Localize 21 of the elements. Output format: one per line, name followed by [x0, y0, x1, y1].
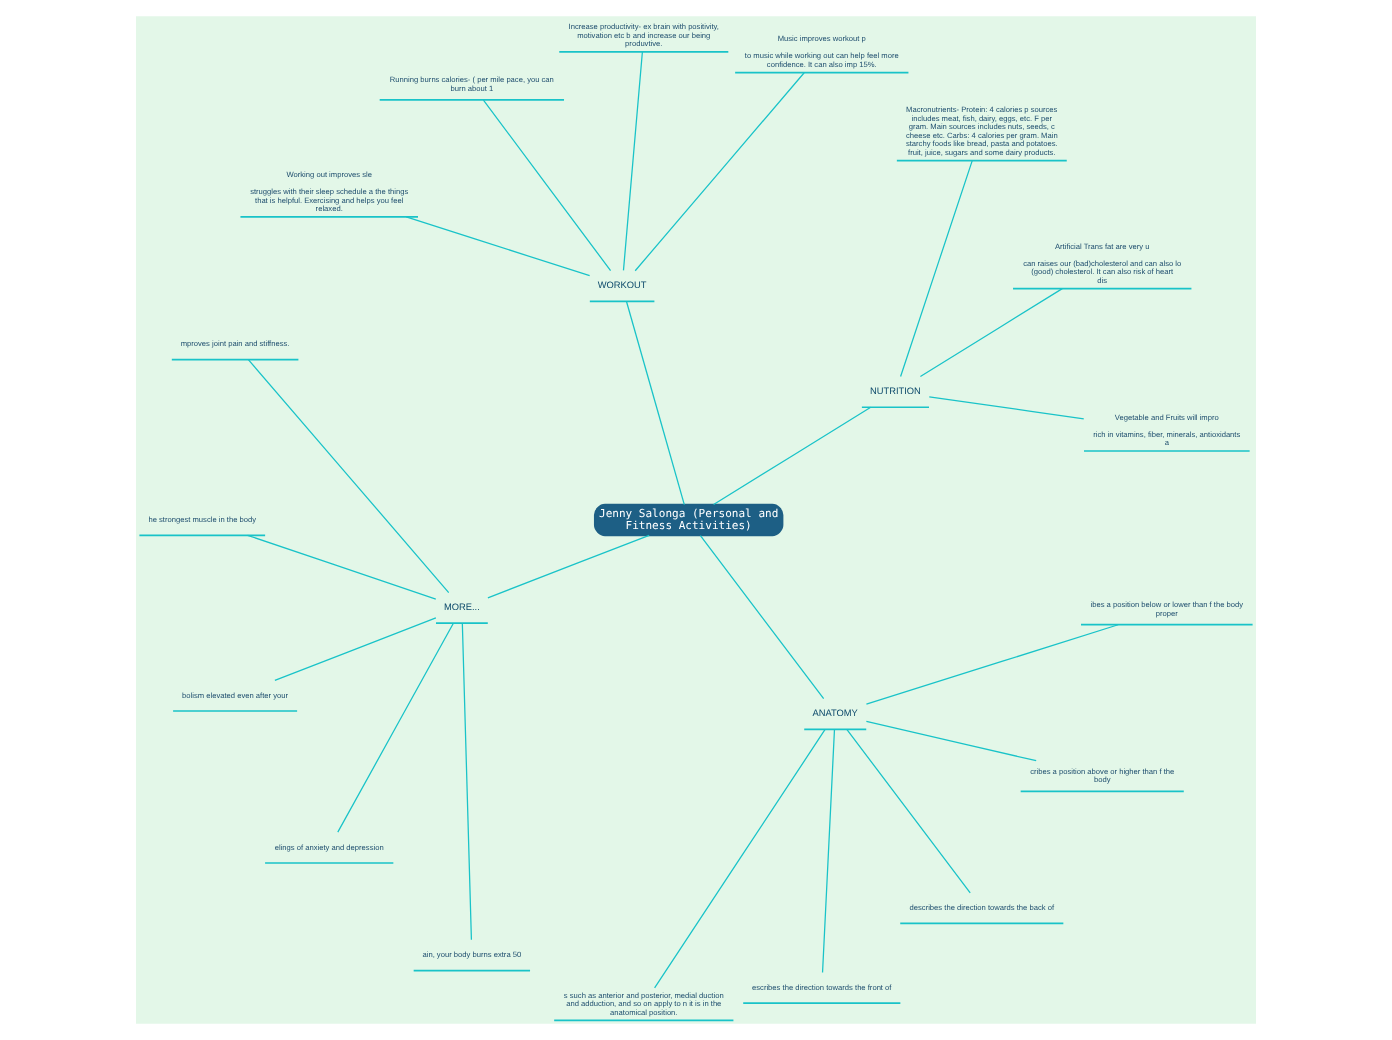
connector: [699, 534, 825, 700]
connector: [487, 534, 650, 599]
connector: [622, 51, 643, 272]
connector: [865, 624, 1119, 705]
connector: [625, 300, 685, 506]
connector: [461, 622, 473, 941]
connector: [712, 406, 872, 506]
connector: [337, 622, 455, 833]
connector: [846, 729, 971, 894]
connector: [928, 396, 1085, 420]
connector: [247, 359, 450, 594]
connector: [274, 617, 437, 681]
connector: [482, 99, 612, 272]
connector: [653, 729, 826, 989]
connector: [865, 720, 1037, 762]
connector: [247, 534, 437, 600]
connector: [899, 160, 973, 378]
connector: [919, 288, 1063, 378]
connector: [821, 728, 836, 974]
connector: [634, 72, 805, 272]
connector: [405, 216, 591, 277]
